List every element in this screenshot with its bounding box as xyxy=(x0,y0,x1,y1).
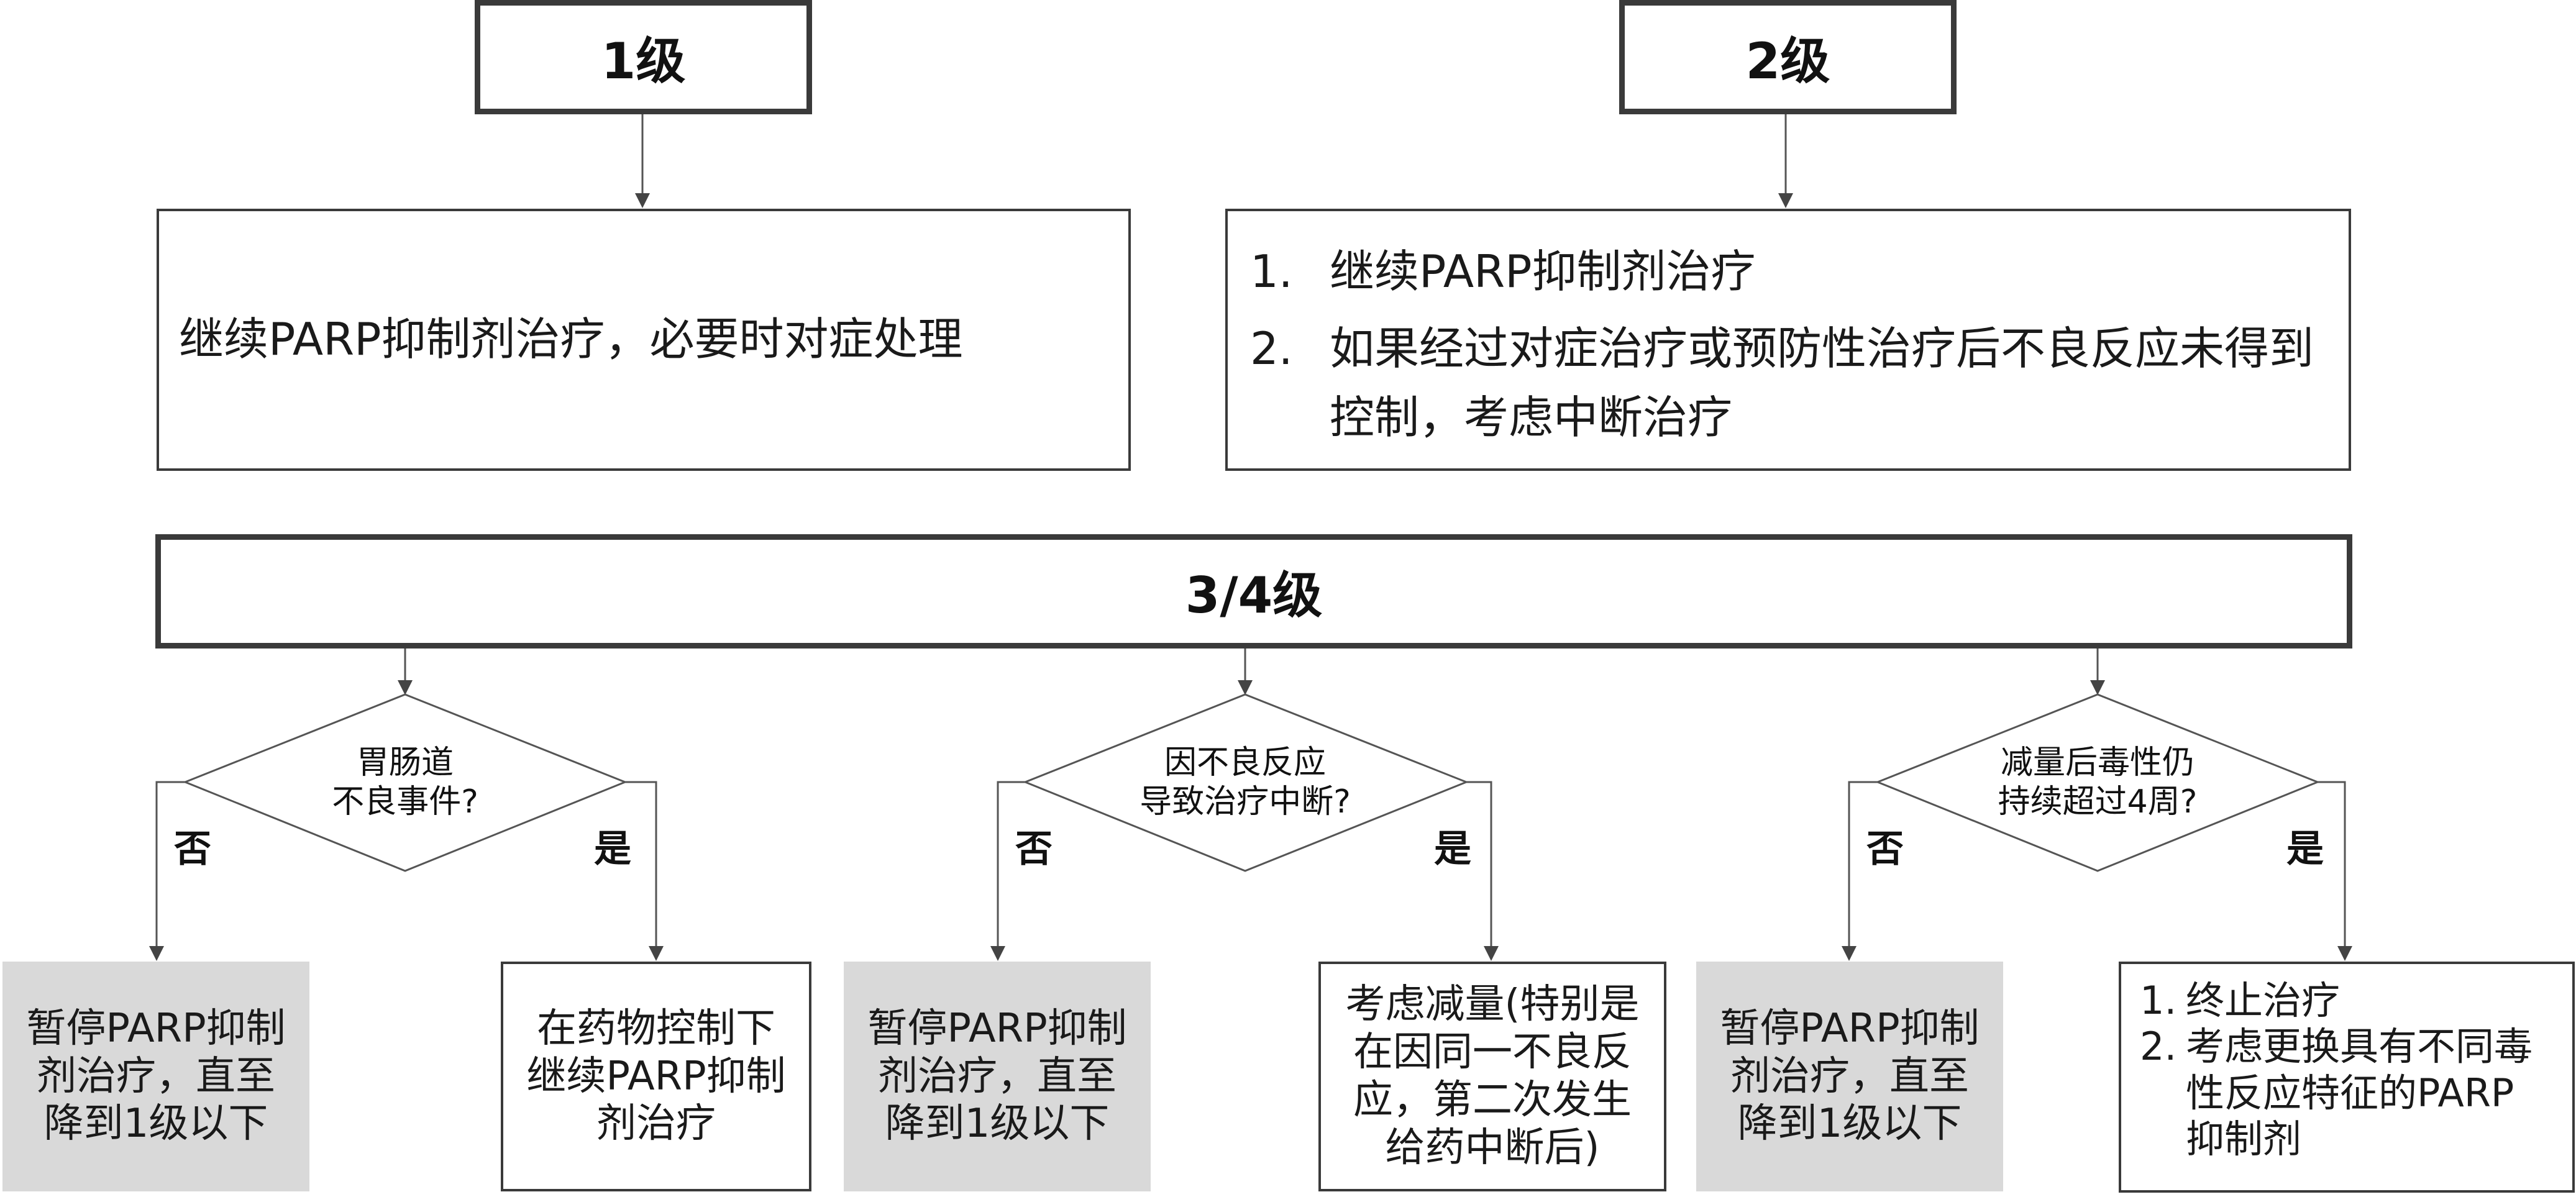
grade-2-item-2: 2. 如果经过对症治疗或预防性治疗后不良反应未得到 控制，考虑中断治疗 xyxy=(1250,314,2326,453)
action-3-no-line-3: 降到1级以下 xyxy=(1737,1101,1962,1147)
grade-2-label: 2级 xyxy=(1745,32,1830,90)
action-3-yes-item-2-line-3: 抑制剂 xyxy=(2186,1116,2302,1162)
action-box-1-yes: 在药物控制下 继续PARP抑制 剂治疗 xyxy=(501,962,811,1191)
grade-2-item-1-text: 继续PARP抑制剂治疗 xyxy=(1330,245,1756,298)
action-box-2-no: 暂停PARP抑制 剂治疗，直至 降到1级以下 xyxy=(844,962,1151,1191)
action-3-yes-item-1-number: 1. xyxy=(2140,978,2177,1023)
grade-3-4-label: 3/4级 xyxy=(1185,567,1323,624)
diamond-q2 xyxy=(1022,693,1469,872)
action-box-3-no: 暂停PARP抑制 剂治疗，直至 降到1级以下 xyxy=(1696,962,2003,1191)
no-line-q1 xyxy=(149,781,185,961)
grade-1-label: 1级 xyxy=(601,32,686,90)
yes-line-q3 xyxy=(2318,781,2352,961)
action-2-yes-line-2: 在因同一不良反 xyxy=(1353,1029,1632,1076)
no-label-3: 否 xyxy=(1866,827,1904,871)
grade-2-header: 2级 xyxy=(1619,0,1957,114)
action-3-yes-item-2: 2. 考虑更换具有不同毒 性反应特征的PARP 抑制剂 xyxy=(2140,1024,2559,1162)
action-3-yes-item-2-number: 2. xyxy=(2140,1024,2177,1070)
action-3-yes-item-2-line-1: 考虑更换具有不同毒 xyxy=(2186,1024,2533,1070)
no-line-q3 xyxy=(1842,781,1878,961)
decision-question-2: 因不良反应 导致治疗中断? xyxy=(1108,744,1382,822)
grade-2-item-2-number: 2. xyxy=(1250,322,1293,375)
action-box-1-no: 暂停PARP抑制 剂治疗，直至 降到1级以下 xyxy=(2,962,309,1191)
question-2-line-1: 因不良反应 xyxy=(1164,744,1326,781)
grade-1-action-box: 继续PARP抑制剂治疗，必要时对症处理 xyxy=(157,209,1131,471)
question-1-line-2: 不良事件? xyxy=(332,783,478,821)
yes-line-q1 xyxy=(625,781,664,961)
grade-2-item-2-line-2: 控制，考虑中断治疗 xyxy=(1330,391,1733,444)
action-3-yes-item-1: 1. 终止治疗 xyxy=(2140,978,2559,1024)
action-box-3-yes: 1. 终止治疗 2. 考虑更换具有不同毒 性反应特征的PARP 抑制剂 xyxy=(2119,962,2575,1193)
action-3-no-line-2: 剂治疗，直至 xyxy=(1730,1053,1969,1099)
no-label-2: 否 xyxy=(1015,827,1053,871)
no-line-q2 xyxy=(990,781,1025,961)
yes-label-2: 是 xyxy=(1434,827,1471,871)
action-2-yes-line-3: 应，第二次发生 xyxy=(1353,1077,1632,1123)
question-3-line-1: 减量后毒性仍 xyxy=(2000,744,2195,781)
action-2-yes-line-4: 给药中断后) xyxy=(1385,1124,1600,1171)
action-box-2-yes: 考虑减量(特别是 在因同一不良反 应，第二次发生 给药中断后) xyxy=(1318,962,1666,1191)
action-3-yes-item-1-text: 终止治疗 xyxy=(2186,978,2341,1023)
yes-label-1: 是 xyxy=(594,827,631,871)
action-2-no-line-2: 剂治疗，直至 xyxy=(878,1053,1117,1099)
no-label-1: 否 xyxy=(174,827,211,871)
diamond-q3 xyxy=(1875,693,2321,872)
question-2-line-2: 导致治疗中断? xyxy=(1140,783,1351,821)
question-3-line-2: 持续超过4周? xyxy=(1998,783,2198,821)
action-2-yes-line-1: 考虑减量(特别是 xyxy=(1345,981,1640,1028)
grade-2-action-box: 1. 继续PARP抑制剂治疗 2. 如果经过对症治疗或预防性治疗后不良反应未得到… xyxy=(1225,209,2351,471)
action-1-no-line-1: 暂停PARP抑制 xyxy=(26,1005,286,1052)
action-1-yes-line-3: 剂治疗 xyxy=(596,1101,716,1147)
decision-question-3: 减量后毒性仍 持续超过4周? xyxy=(1961,744,2234,822)
grade-3-4-header: 3/4级 xyxy=(155,534,2352,649)
question-1-line-1: 胃肠道 xyxy=(356,744,454,781)
grade-2-item-1: 1. 继续PARP抑制剂治疗 xyxy=(1250,237,2326,307)
action-1-yes-line-1: 在药物控制下 xyxy=(537,1005,775,1052)
action-2-no-line-3: 降到1级以下 xyxy=(885,1101,1110,1147)
decision-question-1: 胃肠道 不良事件? xyxy=(281,744,529,822)
grade-2-item-1-number: 1. xyxy=(1250,245,1293,298)
grade-1-header: 1级 xyxy=(475,0,812,114)
action-1-no-line-2: 剂治疗，直至 xyxy=(37,1053,275,1099)
action-3-no-line-1: 暂停PARP抑制 xyxy=(1720,1005,1980,1052)
grade-2-item-2-line-1: 如果经过对症治疗或预防性治疗后不良反应未得到 xyxy=(1330,322,2314,375)
action-3-yes-item-2-line-2: 性反应特征的PARP xyxy=(2186,1070,2514,1116)
grade-1-action-text: 继续PARP抑制剂治疗，必要时对症处理 xyxy=(179,313,963,366)
yes-label-3: 是 xyxy=(2286,827,2324,871)
action-1-no-line-3: 降到1级以下 xyxy=(43,1101,268,1147)
diamond-q1 xyxy=(182,693,628,872)
action-1-yes-line-2: 继续PARP抑制 xyxy=(526,1053,786,1099)
yes-line-q2 xyxy=(1466,781,1499,961)
action-2-no-line-1: 暂停PARP抑制 xyxy=(867,1005,1127,1052)
